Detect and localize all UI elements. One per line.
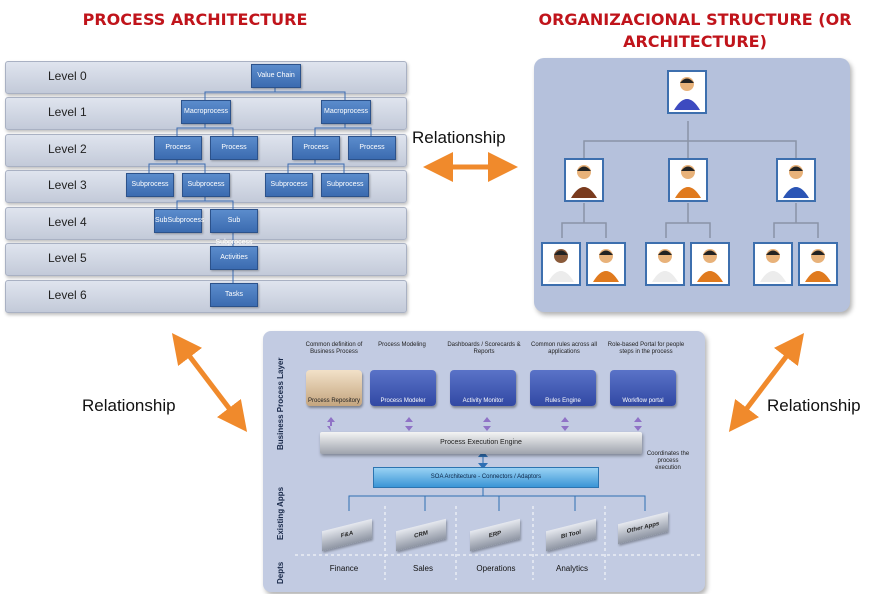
dept-analytics: Analytics: [555, 564, 588, 573]
process-tree-connectors: [148, 86, 372, 283]
note-portal: Role-based Portal for people steps in th…: [607, 342, 685, 355]
level-label: Level 0: [48, 69, 87, 83]
macroprocess-box: Macroprocess: [321, 100, 371, 124]
person-icon-staff: [586, 242, 626, 286]
note-dashboards: Dashboards / Scorecards & Reports: [447, 342, 521, 355]
level-band-2: Level 2: [5, 134, 407, 167]
subprocess-box: Subprocess: [321, 173, 369, 197]
process-execution-engine: Process Execution Engine: [320, 432, 642, 454]
relationship-label-left: Relationship: [82, 396, 176, 415]
level-label: Level 6: [48, 288, 87, 302]
tool-activity-monitor: Activity Monitor: [450, 370, 516, 406]
process-box: Process: [210, 136, 258, 160]
person-icon-staff: [690, 242, 730, 286]
tool-process-modeler: Process Modeler: [370, 370, 436, 406]
person-icon-manager: [776, 158, 816, 202]
process-box: Process: [154, 136, 202, 160]
tool-rules-engine: Rules Engine: [530, 370, 596, 406]
subsubprocess-box: Sub Subprocess: [210, 209, 258, 246]
relationship-arrow-right: [728, 333, 805, 432]
level-band-0: Level 0: [5, 61, 407, 94]
person-icon-manager: [564, 158, 604, 202]
dept-operations: Operations: [476, 564, 516, 573]
level-label: Level 3: [48, 178, 87, 192]
relationship-label-top: Relationship: [412, 128, 506, 147]
subprocess-box: Subprocess: [265, 173, 313, 197]
soa-connectors-bar: SOA Architecture - Connectors / Adaptors: [373, 467, 599, 488]
level-label: Level 2: [48, 142, 87, 156]
level-label: Level 1: [48, 105, 87, 119]
org-connectors: [561, 121, 819, 238]
macroprocess-box: Macroprocess: [181, 100, 231, 124]
person-icon-ceo: [667, 70, 707, 114]
soa-connectors: [327, 417, 646, 511]
tasks-box: Tasks: [210, 283, 258, 307]
level-label: Level 5: [48, 251, 87, 265]
level-band-5: Level 5: [5, 243, 407, 276]
org-structure-title-line1: ORGANIZACIONAL STRUCTURE (OR: [538, 10, 852, 29]
activities-box: Activities: [210, 246, 258, 270]
note-coordinates: Coordinates the process execution: [646, 451, 690, 471]
dept-finance: Finance: [329, 564, 359, 573]
subprocess-box: Subprocess: [126, 173, 174, 197]
note-modeling: Process Modeling: [378, 342, 426, 348]
process-box: Process: [292, 136, 340, 160]
org-structure-title-line2: ARCHITECTURE): [623, 32, 767, 51]
level-label: Level 4: [48, 215, 87, 229]
person-icon-manager: [668, 158, 708, 202]
level-band-6: Level 6: [5, 280, 407, 313]
process-architecture-title: PROCESS ARCHITECTURE: [82, 10, 308, 29]
person-icon-staff: [798, 242, 838, 286]
person-icon-staff: [541, 242, 581, 286]
process-box: Process: [348, 136, 396, 160]
subsubprocess-box: SubSubprocess: [154, 209, 204, 233]
tool-workflow-portal: Workflow portal: [610, 370, 676, 406]
dept-sales: Sales: [412, 564, 433, 573]
note-rules: Common rules across all applications: [530, 342, 598, 355]
relationship-arrow-left: [171, 333, 248, 432]
tool-process-repository: Process Repository: [306, 370, 362, 406]
value-chain-box: Value Chain: [251, 64, 301, 88]
person-icon-staff: [753, 242, 793, 286]
level-band-4: Level 4: [5, 207, 407, 240]
person-icon-staff: [645, 242, 685, 286]
subprocess-box: Subprocess: [182, 173, 230, 197]
relationship-label-right: Relationship: [767, 396, 861, 415]
note-repository: Common definition of Business Process: [305, 342, 363, 355]
